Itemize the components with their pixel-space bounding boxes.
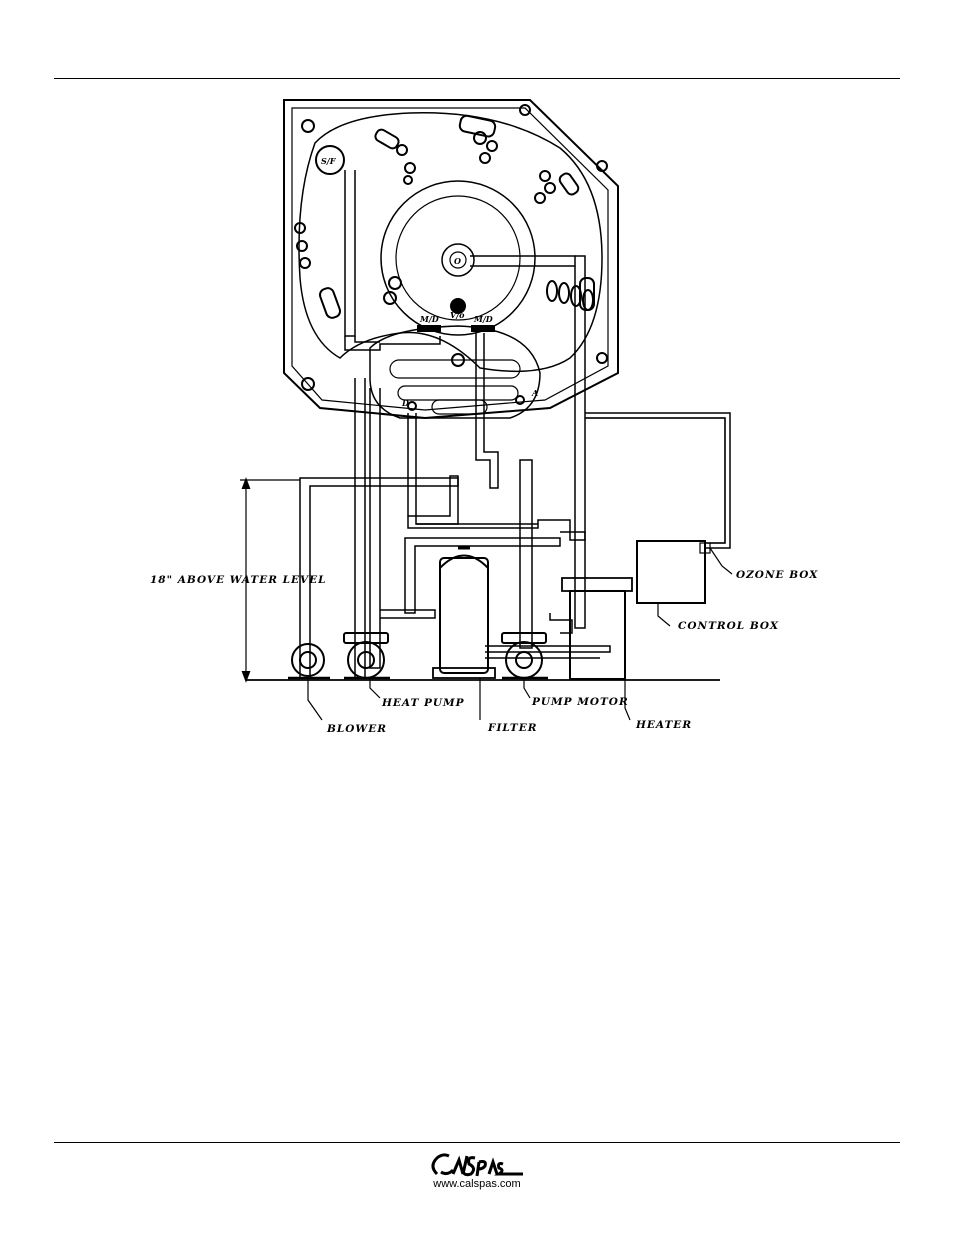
control-box	[637, 541, 705, 603]
corner-screw	[597, 353, 607, 363]
blower-unit	[288, 644, 330, 678]
plumbing-diagram: S/F M/D M/D O V/o D A 18" ABOVE WATER LE…	[140, 88, 820, 748]
spa-shell-outer	[284, 100, 618, 418]
calspas-logo	[427, 1150, 537, 1180]
heater-label: HEATER	[635, 719, 692, 731]
pump-motor-label: PUMP MOTOR	[531, 696, 629, 708]
vo-label: V/o	[450, 310, 465, 320]
footer-url[interactable]: www.calspas.com	[0, 1178, 954, 1190]
filter-label: FILTER	[487, 722, 537, 734]
top-rule	[54, 78, 900, 79]
heater-body	[570, 591, 625, 679]
md-left-label: M/D	[419, 314, 439, 324]
ozone-box-label: OZONE BOX	[736, 569, 818, 581]
filter-body	[440, 558, 488, 673]
control-box-label: CONTROL BOX	[678, 620, 779, 632]
heat-pump-unit	[344, 633, 390, 678]
sf-label: S/F	[321, 156, 337, 166]
heat-pump-label: HEAT PUMP	[381, 697, 465, 709]
water-level-label: 18" ABOVE WATER LEVEL	[150, 574, 327, 586]
ozone-wire	[585, 418, 725, 543]
md-right-label: M/D	[473, 314, 493, 324]
center-label: O	[454, 256, 461, 266]
a-label: A	[531, 388, 538, 398]
corner-screw	[302, 120, 314, 132]
blower-label: BLOWER	[326, 723, 387, 735]
bottom-rule	[54, 1142, 900, 1143]
d-label: D	[401, 398, 409, 408]
corner-screw	[520, 105, 530, 115]
pump-motor-unit	[502, 633, 548, 678]
